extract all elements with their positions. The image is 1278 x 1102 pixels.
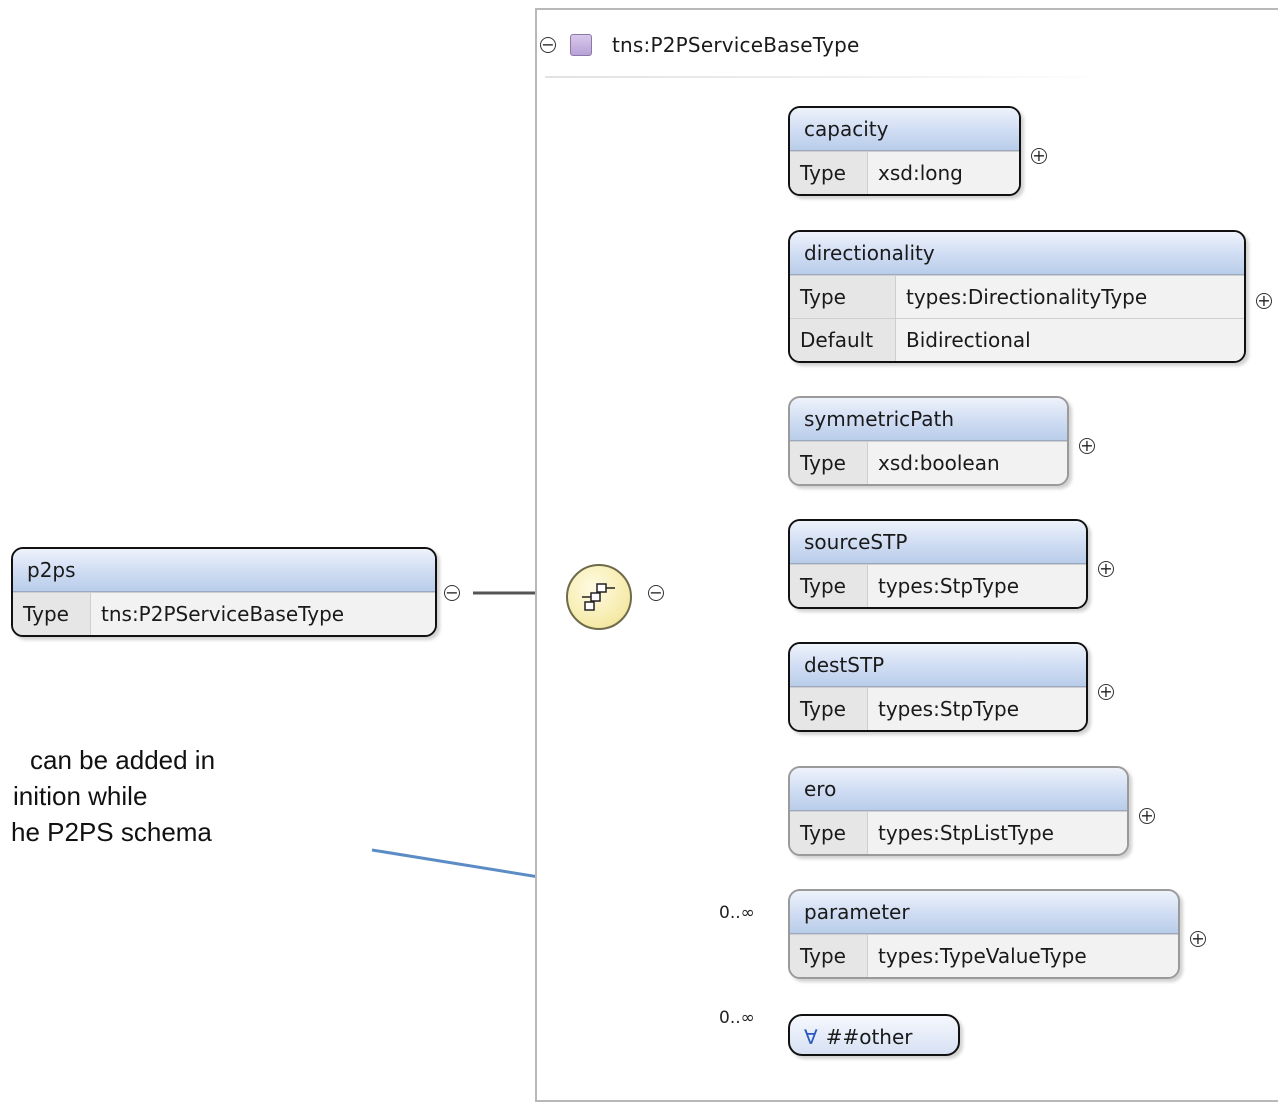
property-label: Type xyxy=(790,688,868,730)
complex-type-icon xyxy=(570,34,592,56)
annotation-line: he P2PS schema xyxy=(11,817,212,847)
property-value: xsd:long xyxy=(868,152,1019,194)
element-name: p2ps xyxy=(13,549,435,592)
property-value: types:StpType xyxy=(868,565,1086,607)
property-value: types:DirectionalityType xyxy=(896,276,1244,318)
element-name: sourceSTP xyxy=(790,521,1086,564)
element-name: destSTP xyxy=(790,644,1086,687)
panel-header: − tns:P2PServiceBaseType xyxy=(540,28,859,62)
header-divider xyxy=(545,76,1115,78)
occurrence-label: 0..∞ xyxy=(719,903,755,923)
type-value: tns:P2PServiceBaseType xyxy=(91,593,435,635)
element-name: parameter xyxy=(790,891,1178,934)
property-label: Type xyxy=(790,565,868,607)
complex-type-name: tns:P2PServiceBaseType xyxy=(612,33,860,57)
property-label: Type xyxy=(790,442,868,484)
property-label: Type xyxy=(790,935,868,977)
root-element-p2ps[interactable]: p2ps Type tns:P2PServiceBaseType xyxy=(11,547,437,637)
any-element-wildcard[interactable]: ∀ ##other xyxy=(788,1014,960,1056)
expand-toggle-icon[interactable]: + xyxy=(1139,806,1155,825)
element-type-row: Type tns:P2PServiceBaseType xyxy=(13,592,435,635)
annotation-line: can be added in xyxy=(30,745,216,775)
element-name: directionality xyxy=(790,232,1244,275)
annotation-text: can be added in inition while he P2PS sc… xyxy=(0,742,215,850)
property-value: types:TypeValueType xyxy=(868,935,1178,977)
wildcard-namespace: ##other xyxy=(825,1025,913,1049)
property-label: Type xyxy=(790,812,868,854)
element-name: symmetricPath xyxy=(790,398,1067,441)
expand-toggle-icon[interactable]: + xyxy=(1190,929,1206,948)
property-value: types:StpType xyxy=(868,688,1086,730)
collapse-toggle-icon[interactable]: − xyxy=(444,583,460,602)
type-label: Type xyxy=(13,593,91,635)
element-name: capacity xyxy=(790,108,1019,151)
property-label: Default xyxy=(790,319,896,361)
expand-toggle-icon[interactable]: + xyxy=(1256,291,1272,310)
expand-toggle-icon[interactable]: + xyxy=(1098,682,1114,701)
annotation-line: inition while xyxy=(13,781,148,811)
collapse-toggle-icon[interactable]: − xyxy=(648,583,664,602)
any-icon: ∀ xyxy=(804,1025,818,1049)
property-value: types:StpListType xyxy=(868,812,1127,854)
expand-toggle-icon[interactable]: + xyxy=(1031,146,1047,165)
property-label: Type xyxy=(790,276,896,318)
element-name: ero xyxy=(790,768,1127,811)
property-value: xsd:boolean xyxy=(868,442,1067,484)
property-value: Bidirectional xyxy=(896,319,1244,361)
occurrence-label: 0..∞ xyxy=(719,1008,755,1028)
expand-toggle-icon[interactable]: + xyxy=(1079,436,1095,455)
collapse-toggle-icon[interactable]: − xyxy=(540,35,556,54)
property-label: Type xyxy=(790,152,868,194)
sequence-compositor-icon[interactable] xyxy=(566,564,632,630)
expand-toggle-icon[interactable]: + xyxy=(1098,559,1114,578)
